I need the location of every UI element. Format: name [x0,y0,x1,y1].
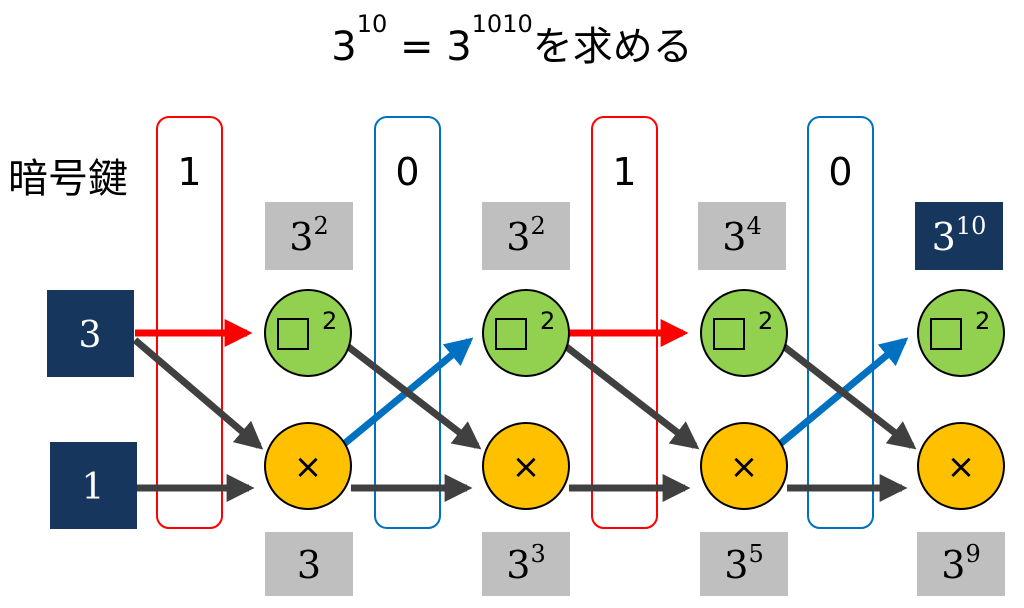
square-node: 2 [264,289,352,377]
power-text: 310 [932,212,987,259]
square-value-box: 32 [265,202,353,270]
multiply-symbol: × [512,447,541,487]
multiply-arrow [132,337,264,450]
multiply-node: × [264,422,352,510]
multiply-symbol: × [947,447,976,487]
power-text: 32 [289,212,328,259]
power-text: 3 [297,543,321,587]
square-symbol [713,318,745,350]
key-bit-label: 0 [395,150,419,194]
title-exp: 10 [356,10,388,38]
square-exp: 2 [540,307,555,335]
title-equals: = [387,24,447,70]
accumulator-value-box: 3 [265,532,353,596]
accumulator-value-box: 33 [482,532,570,596]
multiply-node: × [700,422,788,510]
square-node: 2 [482,289,570,377]
title-suffix: を求める [532,24,693,70]
multiply-arrow [561,342,700,450]
input-value: 1 [82,467,105,508]
square-value-box: 32 [482,202,570,270]
key-bit-frame [807,116,874,529]
square-node: 2 [917,289,1005,377]
key-bit-frame [156,116,223,529]
result-box: 310 [915,202,1003,270]
power-text: 39 [941,540,980,587]
title-exp2: 1010 [471,10,533,38]
square-exp: 2 [975,307,990,335]
square-node: 2 [700,289,788,377]
square-symbol [495,318,527,350]
multiply-symbol: × [294,447,323,487]
key-bit-label: 1 [177,150,201,194]
square-exp: 2 [758,307,773,335]
accumulator-value-box: 39 [917,532,1005,596]
key-bit-frame [591,116,658,529]
key-bit-frame [374,116,441,529]
multiply-symbol: × [730,447,759,487]
key-bit-label: 0 [828,150,852,194]
power-text: 34 [722,212,761,259]
square-exp: 2 [322,307,337,335]
input-value: 3 [79,315,102,356]
square-symbol [930,318,962,350]
key-label: 暗号鍵 [8,156,128,202]
square-symbol [277,318,309,350]
multiply-node: × [917,422,1005,510]
multiply-arrow [779,342,917,450]
power-text: 32 [506,212,545,259]
title-base2: 3 [446,24,472,70]
power-text: 33 [506,540,545,587]
page-title: 310 = 31010を求める [0,10,1024,72]
multiply-node: × [482,422,570,510]
multiply-arrow [343,342,482,450]
input-box: 3 [47,290,134,377]
key-bit-label: 1 [612,150,636,194]
accumulator-value-box: 35 [700,532,788,596]
power-text: 35 [724,540,763,587]
square-value-box: 34 [698,202,786,270]
title-base: 3 [331,24,357,70]
input-box: 1 [50,442,137,529]
